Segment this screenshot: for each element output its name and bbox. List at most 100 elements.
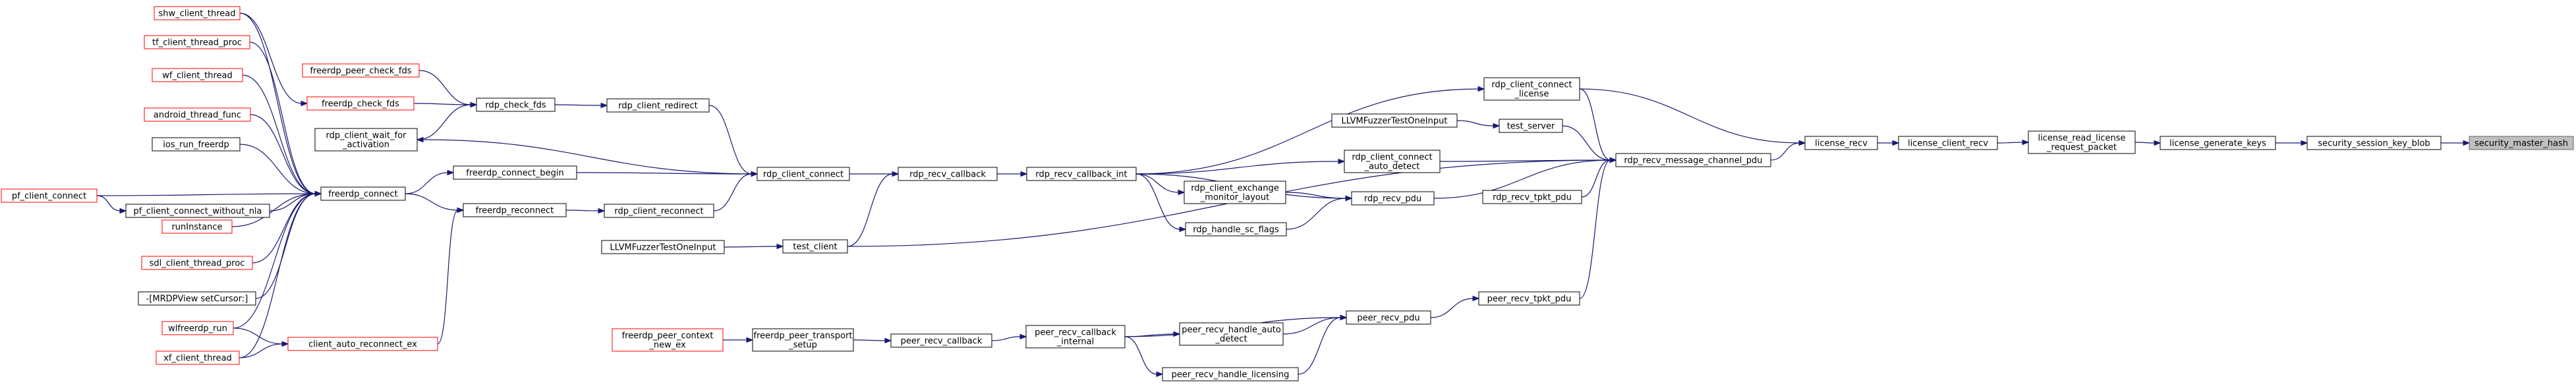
node-label: peer_recv_handle_licensing [1172, 370, 1290, 380]
edge-line [1124, 336, 1158, 375]
node-wf-client-thread[interactable]: wf_client_thread [152, 68, 243, 82]
node-rdp-client-wait-for-activation[interactable]: rdp_client_wait_for_activation [314, 128, 418, 152]
node-rdp-handle-sc-flags[interactable]: rdp_handle_sc_flags [1185, 222, 1287, 237]
node-box [476, 98, 556, 112]
node-sdl-client-thread-proc[interactable]: sdl_client_thread_proc [141, 256, 253, 270]
node-rdp-recv-message-channel-pdu[interactable]: rdp_recv_message_channel_pdu [1615, 153, 1771, 167]
edge-n50-to-n36 [1579, 157, 1617, 299]
edge-line [239, 343, 283, 358]
node-rdp-recv-callback-int[interactable]: rdp_recv_callback_int [1026, 167, 1137, 181]
node-box [302, 63, 420, 78]
node-label: tf_client_thread_proc [152, 38, 242, 48]
node-box [782, 239, 848, 254]
node-label: rdp_client_reconnect [614, 207, 703, 217]
node-rdp-check-fds[interactable]: rdp_check_fds [476, 98, 556, 112]
edge-n13-to-n18 [418, 70, 478, 108]
edge-arrowhead [1798, 140, 1806, 146]
node-mrdpview-setcursor[interactable]: -[MRDPView setCursor:] [138, 291, 256, 306]
edge-n16-to-n19 [405, 169, 455, 194]
edge-line [437, 210, 459, 345]
edge-n32-to-n36 [1579, 88, 1617, 163]
node-rdp-recv-tpkt-pdu[interactable]: rdp_recv_tpkt_pdu [1482, 190, 1582, 204]
node-license-generate-keys[interactable]: license_generate_keys [2160, 136, 2276, 150]
edge-arrowhead [1179, 226, 1187, 233]
node-llvmfuzzertestoneinput[interactable]: LLVMFuzzerTestOneInput [1331, 113, 1458, 128]
node-xf-client-thread[interactable]: xf_client_thread [156, 350, 240, 365]
node-rdp-client-connect[interactable]: rdp_client_connect [757, 167, 850, 181]
node-llvmfuzzertestoneinput[interactable]: LLVMFuzzerTestOneInput [601, 240, 725, 254]
edge-arrowhead [2154, 140, 2161, 146]
node-rdp-recv-callback[interactable]: rdp_recv_callback [898, 167, 998, 181]
node-freerdp-check-fds[interactable]: freerdp_check_fds [306, 96, 415, 111]
node-wlfreerdp-run[interactable]: wlfreerdp_run [161, 321, 234, 335]
node-box [1, 188, 98, 203]
node-shw-client-thread[interactable]: shw_client_thread [154, 6, 241, 20]
node-peer-recv-pdu[interactable]: peer_recv_pdu [1346, 310, 1431, 325]
node-label: license_generate_keys [2169, 139, 2266, 149]
node-test-client[interactable]: test_client [782, 239, 848, 254]
node-label: xf_client_thread [163, 354, 232, 364]
node-label: LLVMFuzzerTestOneInput [1342, 117, 1448, 126]
node-peer-recv-handle-auto-detect[interactable]: peer_recv_handle_auto_detect [1179, 322, 1284, 346]
node-freerdp-reconnect[interactable]: freerdp_reconnect [463, 203, 567, 217]
edge-line [239, 193, 316, 358]
edge-line [416, 104, 472, 140]
edge-line [405, 193, 459, 211]
edge-line [1579, 88, 1611, 161]
node-peer-recv-handle-licensing[interactable]: peer_recv_handle_licensing [1162, 367, 1299, 381]
node-label: security_session_key_blob [2318, 139, 2430, 149]
edge-arrowhead [600, 102, 608, 109]
node-test-server[interactable]: test_server [1499, 119, 1563, 133]
node-rdp-recv-pdu[interactable]: rdp_recv_pdu [1351, 191, 1435, 206]
node-box [1351, 191, 1435, 206]
node-pf-client-connect-without-nla[interactable]: pf_client_connect_without_nla [125, 204, 270, 218]
edge-line [239, 144, 316, 194]
node-rdp-client-reconnect[interactable]: rdp_client_reconnect [604, 204, 714, 218]
node-freerdp-peer-transport-setup[interactable]: freerdp_peer_transport_setup [752, 328, 854, 352]
node-box [154, 6, 241, 20]
node-label: rdp_client_wait_for [326, 131, 407, 141]
edge-arrowhead [1472, 295, 1480, 302]
node-freerdp-peer-context-new-ex[interactable]: freerdp_peer_context_new_ex [612, 328, 724, 352]
nodes-layer: shw_client_thread tf_client_thread_procwf… [1, 6, 2574, 381]
edge-arrowhead [776, 243, 784, 250]
node-peer-recv-callback[interactable]: peer_recv_callback [890, 333, 992, 348]
edge-line [853, 339, 886, 341]
node-runinstance[interactable]: runInstance [161, 219, 233, 234]
node-license-recv[interactable]: license_recv [1804, 136, 1878, 150]
node-ios-run-freerdp[interactable]: ios_run_freerdp [152, 137, 241, 152]
node-label: test_client [793, 242, 837, 252]
node-license-read-license-request-packet[interactable]: license_read_license_request_packet [2028, 130, 2136, 154]
node-label: rdp_client_connect [1352, 153, 1432, 163]
node-freerdp-connect-begin[interactable]: freerdp_connect_begin [453, 165, 577, 180]
edge-arrowhead [457, 207, 465, 213]
edge-n32-to-n37 [1579, 88, 1806, 146]
node-license-client-recv[interactable]: license_client_recv [1898, 136, 1998, 150]
node-rdp-client-redirect[interactable]: rdp_client_redirect [606, 98, 710, 113]
node-pf-client-connect[interactable]: pf_client_connect [1, 188, 98, 203]
node-rdp-client-connect-license[interactable]: rdp_client_connect_license [1483, 77, 1580, 101]
node-box [601, 240, 725, 254]
node-freerdp-connect[interactable]: freerdp_connect [320, 186, 406, 201]
node-peer-recv-tpkt-pdu[interactable]: peer_recv_tpkt_pdu [1478, 291, 1580, 306]
node-tf-client-thread-proc[interactable]: tf_client_thread_proc [144, 35, 250, 49]
node-android-thread-func[interactable]: android_thread_func [144, 107, 251, 122]
edge-n4-to-n16 [250, 114, 322, 197]
edge-n18-to-n21 [554, 102, 608, 109]
node-box [604, 204, 714, 218]
edge-n31-to-n36 [1562, 125, 1617, 163]
node-rdp-client-exchange-monitor-layout[interactable]: rdp_client_exchange_monitor_layout [1184, 181, 1286, 204]
node-security-master-hash[interactable]: security_master_hash [2469, 136, 2574, 150]
node-security-session-key-blob[interactable]: security_session_key_blob [2306, 136, 2442, 150]
node-box [1025, 325, 1126, 349]
node-client-auto-reconnect-ex[interactable]: client_auto_reconnect_ex [287, 337, 438, 351]
edge-n35-to-n36 [1581, 157, 1617, 198]
node-box [1499, 119, 1563, 133]
node-peer-recv-callback-internal[interactable]: peer_recv_callback_internal [1025, 325, 1126, 349]
node-rdp-client-connect-auto-detect[interactable]: rdp_client_connect_auto_detect [1344, 150, 1441, 173]
node-box [2028, 130, 2136, 154]
node-label: rdp_recv_callback [909, 170, 986, 180]
node-box [161, 219, 233, 234]
node-freerdp-peer-check-fds[interactable]: freerdp_peer_check_fds [302, 63, 420, 78]
edge-n43-to-n44 [722, 337, 754, 343]
